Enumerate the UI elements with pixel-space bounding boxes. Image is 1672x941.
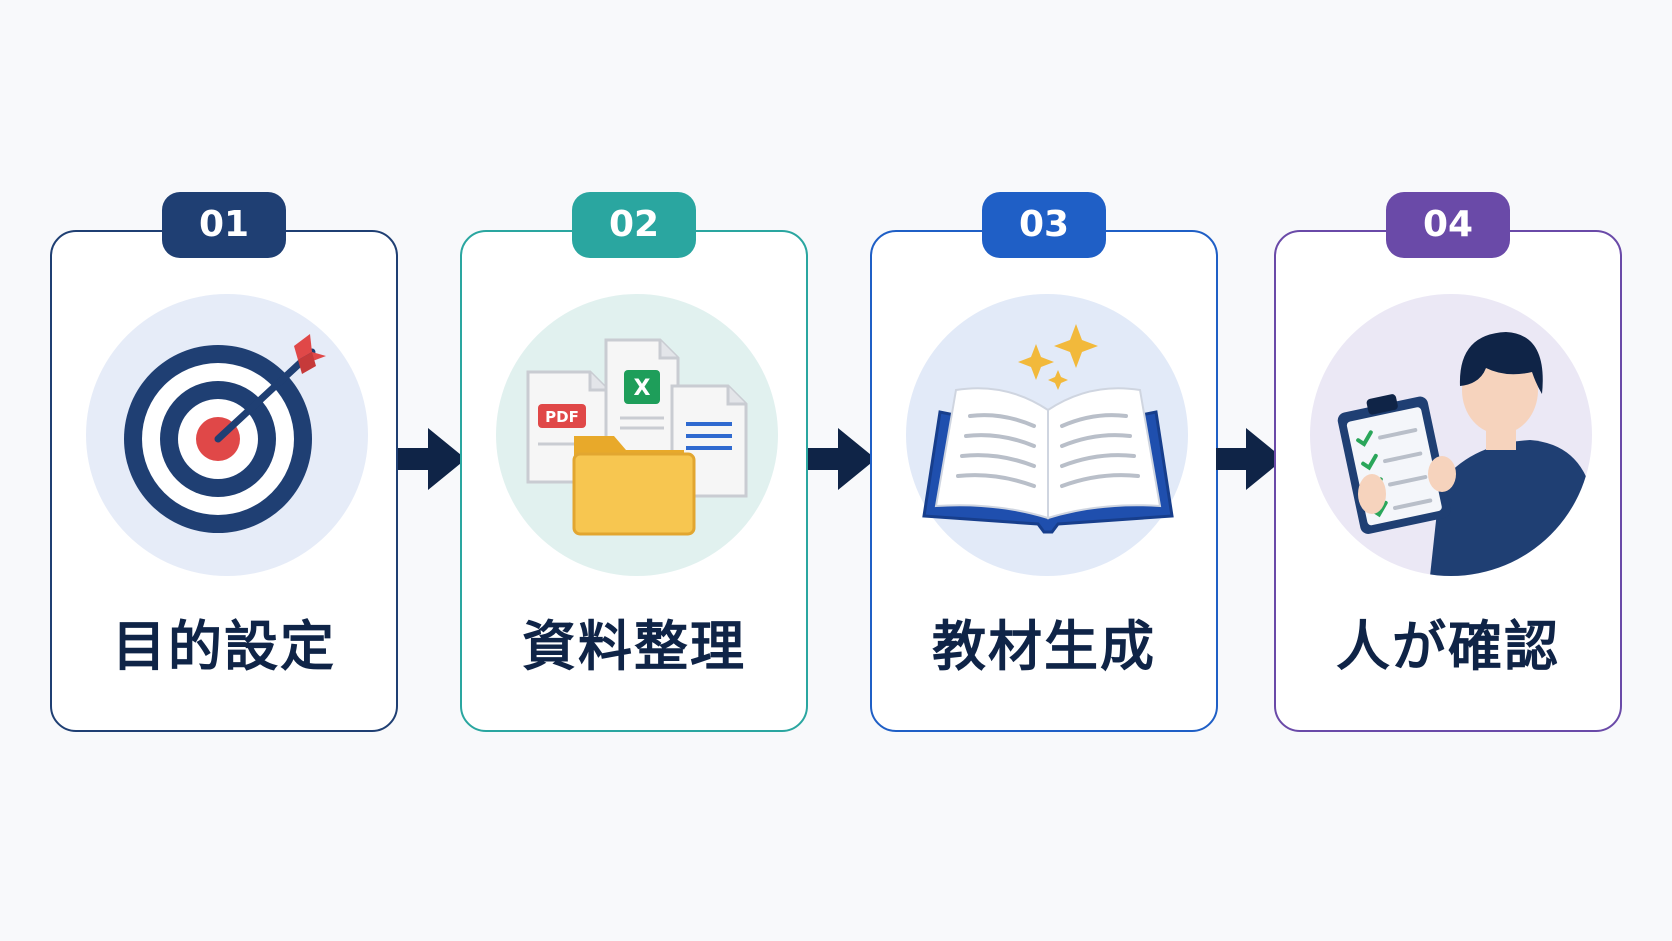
step-number-badge-2: 02 (572, 192, 696, 258)
step-card-4: 04 (1274, 192, 1622, 732)
step-label-4: 人が確認 (1336, 615, 1560, 678)
documents-folder-icon: PDF X (496, 294, 778, 576)
step-label-1: 目的設定 (112, 615, 336, 678)
step-number-badge-4: 04 (1386, 192, 1510, 258)
step-card-1: 01 目的設定 (50, 192, 398, 732)
svg-text:X: X (634, 376, 651, 401)
open-book-icon (906, 294, 1188, 576)
target-icon (86, 294, 368, 576)
folder-icon (572, 436, 696, 536)
step-card-3: 03 (870, 192, 1218, 732)
sparkle-icon (1018, 324, 1098, 390)
svg-text:PDF: PDF (545, 408, 579, 426)
arrow-right-icon (398, 428, 466, 490)
step-number-badge-3: 03 (982, 192, 1106, 258)
person-clipboard-icon (1310, 294, 1592, 576)
arrow-right-icon (808, 428, 876, 490)
arrow-right-icon (1216, 428, 1284, 490)
step-number-badge-1: 01 (162, 192, 286, 258)
excel-document-icon: X (604, 338, 680, 470)
step-label-3: 教材生成 (932, 615, 1156, 678)
step-card-2: 02 PDF X (460, 192, 808, 732)
step-label-2: 資料整理 (522, 615, 746, 678)
